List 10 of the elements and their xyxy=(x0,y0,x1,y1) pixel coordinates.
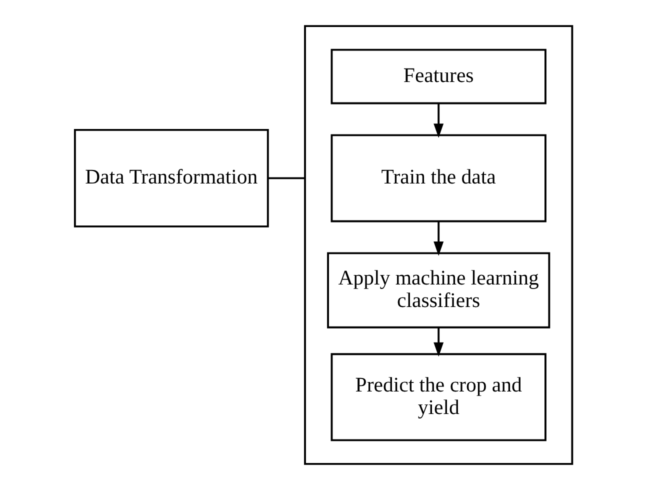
node-box: Train the data xyxy=(330,134,546,222)
arrow xyxy=(434,222,444,256)
connector xyxy=(268,177,305,180)
node-box: Data Transformation xyxy=(74,129,269,228)
node-box: Features xyxy=(330,48,546,104)
arrow xyxy=(434,328,444,357)
node-box: Predict the crop and yield xyxy=(330,353,546,442)
cluster xyxy=(304,25,574,465)
node-box: Apply machine learning classifiers xyxy=(327,252,550,328)
arrow xyxy=(434,103,444,138)
